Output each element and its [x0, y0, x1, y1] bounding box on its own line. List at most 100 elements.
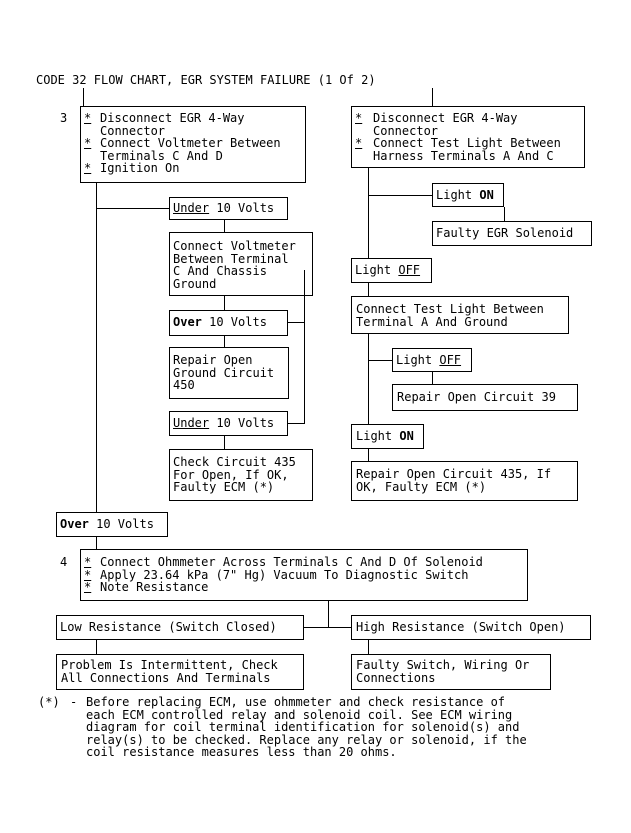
light-off-box: Light OFF — [351, 258, 432, 283]
step-line: Connect Test Light Between — [373, 136, 561, 151]
box-line: Connect Voltmeter — [173, 239, 296, 253]
box-line: Problem Is Intermittent, Check — [61, 658, 278, 672]
connector — [224, 436, 225, 449]
connector — [224, 220, 225, 232]
step-star: * — [355, 111, 363, 125]
box-line: Faulty ECM (*) — [173, 480, 275, 495]
step4-box: * Connect Ohmmeter Across Terminals C An… — [80, 549, 528, 601]
box-line: Repair Open Circuit 39 — [397, 390, 556, 404]
box-line: For Open, If OK, — [173, 467, 289, 482]
repair-450-box: Repair Open Ground Circuit 450 — [169, 347, 289, 399]
over-label: Over — [173, 315, 202, 329]
step-line: Note Resistance — [100, 580, 209, 595]
off-label: OFF — [398, 263, 421, 277]
connector — [304, 270, 305, 424]
faulty-solenoid-box: Faulty EGR Solenoid — [432, 221, 592, 246]
connector — [368, 195, 432, 196]
connector — [96, 183, 97, 512]
light-label: Light — [436, 188, 480, 202]
connector — [304, 627, 351, 628]
step-line: Connector — [373, 123, 439, 138]
step-star: * — [84, 111, 92, 125]
box-line: Repair Open Circuit 435, If — [356, 467, 552, 481]
over-label: Over — [60, 517, 89, 531]
connector — [96, 537, 97, 549]
check-435-box: Check Circuit 435 For Open, If OK, Fault… — [169, 449, 313, 501]
light-on-box: Light ON — [432, 183, 504, 207]
connector — [368, 360, 392, 361]
footnote-mark: (*) — [38, 695, 60, 709]
step-star: * — [84, 555, 92, 569]
footnote-line: Before replacing ECM, use ohmmeter and c… — [86, 695, 506, 709]
volts-label: 10 Volts — [88, 517, 154, 531]
box-line: High Resistance (Switch Open) — [356, 620, 566, 634]
repair-39-box: Repair Open Circuit 39 — [392, 384, 578, 411]
on-label: ON — [479, 188, 494, 202]
box-line: All Connections And Terminals — [61, 670, 271, 685]
low-resistance-box: Low Resistance (Switch Closed) — [56, 615, 304, 640]
volts-label: 10 Volts — [209, 201, 275, 215]
under-10-volts-box: Under 10 Volts — [169, 197, 288, 220]
box-line: Repair Open — [173, 353, 253, 367]
light-off-box: Light OFF — [392, 348, 472, 372]
over-10-volts-box: Over 10 Volts — [169, 310, 288, 336]
footnote-line: each ECM controlled relay and solenoid c… — [86, 707, 513, 722]
connector — [368, 640, 369, 654]
box-line: 450 — [173, 378, 195, 393]
step-star: * — [355, 136, 363, 151]
step-line: Ignition On — [100, 161, 180, 176]
connector — [288, 322, 304, 323]
box-line: Faulty EGR Solenoid — [436, 226, 574, 240]
connector — [96, 208, 169, 209]
repair-435-box: Repair Open Circuit 435, If OK, Faulty E… — [351, 461, 578, 501]
connector — [83, 88, 84, 106]
box-line: Low Resistance (Switch Closed) — [60, 620, 277, 634]
light-on-box: Light ON — [351, 424, 424, 449]
connector — [224, 336, 225, 347]
volts-label: 10 Volts — [201, 315, 267, 329]
box-line: Connect Test Light Between — [356, 302, 544, 316]
box-line: Check Circuit 435 — [173, 455, 296, 469]
step-star: * — [84, 567, 92, 582]
connector — [288, 423, 304, 424]
connect-ground-box: Connect Test Light Between Terminal A An… — [351, 296, 569, 334]
right-step-box: * Disconnect EGR 4-Way Connector * Conne… — [351, 106, 585, 168]
connector — [96, 640, 97, 654]
step-star: * — [84, 580, 92, 595]
step-line: Disconnect EGR 4-Way — [100, 111, 245, 125]
step-number: 4 — [60, 555, 68, 569]
connector — [368, 334, 369, 424]
light-label: Light — [355, 263, 399, 277]
step-line: Terminals C And D — [100, 148, 223, 163]
footnote-line: coil resistance measures less than 20 oh… — [86, 745, 397, 760]
connector — [328, 601, 329, 627]
step-line: Harness Terminals A And C — [373, 148, 554, 163]
connector — [368, 283, 369, 296]
footnote-line: relay(s) to be checked. Replace any rela… — [86, 732, 527, 747]
high-resistance-box: High Resistance (Switch Open) — [351, 615, 591, 640]
volts-label: 10 Volts — [209, 416, 275, 430]
step-line: Apply 23.64 kPa (7" Hg) Vacuum To Diagno… — [100, 567, 469, 582]
connector — [368, 168, 369, 258]
connect-chassis-box: Connect Voltmeter Between Terminal C And… — [169, 232, 313, 296]
connector — [368, 449, 369, 461]
box-line: Ground — [173, 276, 217, 291]
box-line: Between Terminal — [173, 251, 289, 266]
connector — [224, 296, 225, 310]
under-label: Under — [173, 416, 210, 430]
step-star: * — [84, 136, 92, 151]
over-10-volts-box: Over 10 Volts — [56, 512, 168, 537]
box-line: Faulty Switch, Wiring Or — [356, 658, 530, 672]
step-line: Disconnect EGR 4-Way — [373, 111, 518, 125]
under-10-volts-box: Under 10 Volts — [169, 411, 288, 436]
intermittent-box: Problem Is Intermittent, Check All Conne… — [56, 654, 304, 690]
connector — [432, 372, 433, 384]
step-number: 3 — [60, 111, 68, 125]
step-star: * — [84, 161, 92, 176]
step-line: Connect Ohmmeter Across Terminals C And … — [100, 555, 483, 569]
step-line: Connector — [100, 123, 166, 138]
box-line: OK, Faulty ECM (*) — [356, 479, 487, 494]
step-line: Connect Voltmeter Between — [100, 136, 281, 151]
chart-title: CODE 32 FLOW CHART, EGR SYSTEM FAILURE (… — [36, 73, 376, 87]
footnote-dash: - — [70, 695, 78, 709]
